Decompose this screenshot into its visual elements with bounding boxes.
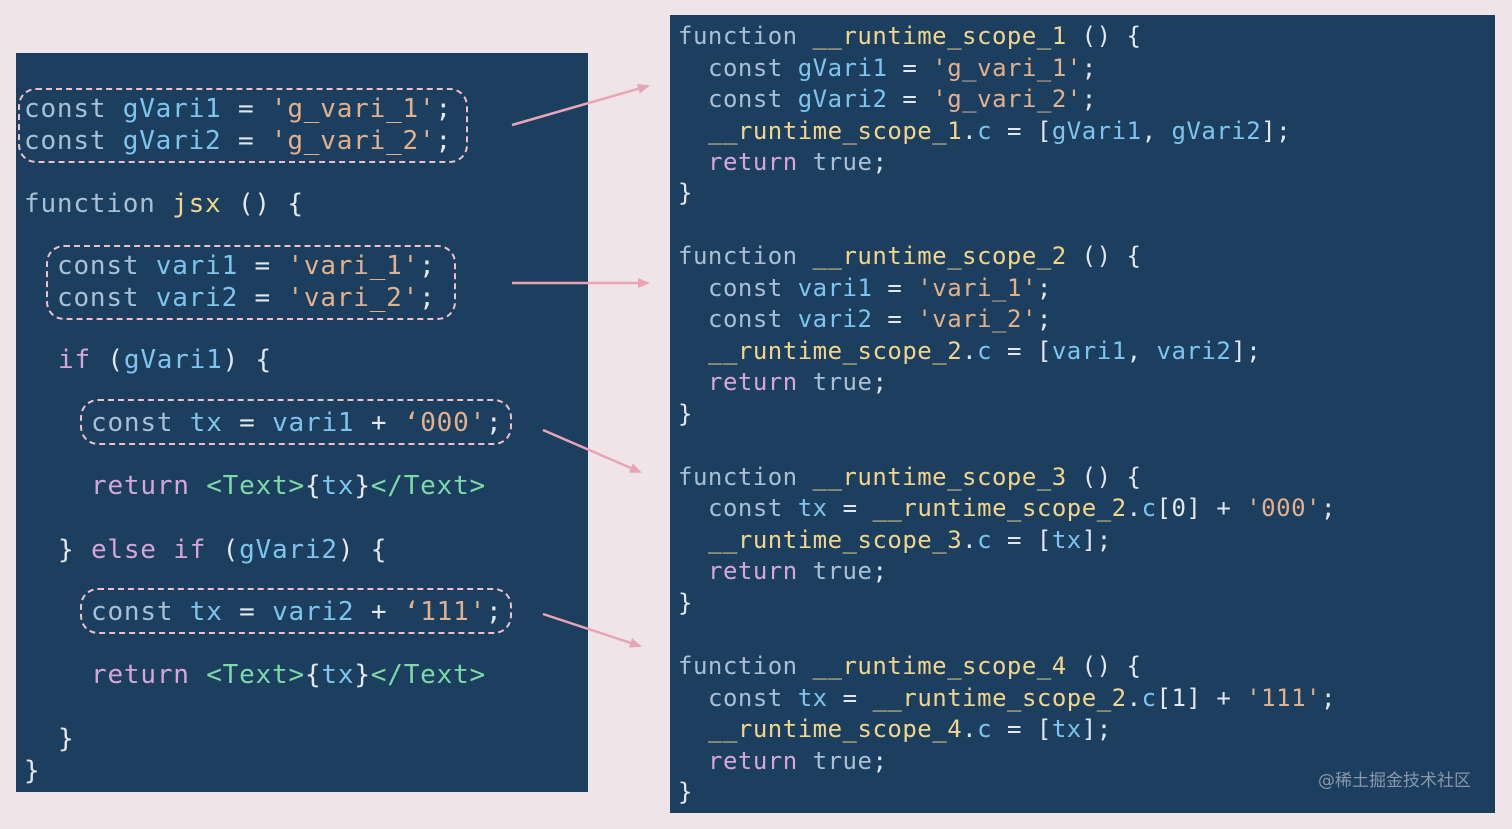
source-code-panel: const gVari1 = 'g_vari_1'; const gVari2 … xyxy=(16,53,588,792)
code-line: __runtime_scope_4.c = [tx]; xyxy=(708,715,1112,743)
code-line: function __runtime_scope_3 () { xyxy=(678,463,1142,491)
code-line: __runtime_scope_3.c = [tx]; xyxy=(708,526,1112,554)
scope-3-outline xyxy=(80,399,512,445)
generated-code-panel: function __runtime_scope_1 () { const gV… xyxy=(670,15,1495,813)
code-line: return true; xyxy=(708,747,888,775)
code-line: const vari1 = 'vari_1'; xyxy=(708,274,1052,302)
code-line: } xyxy=(58,724,75,754)
code-line: const vari1 = 'vari_1'; xyxy=(57,251,436,281)
scope-4-outline xyxy=(80,588,512,634)
code-line: const tx = vari1 + ‘000'; xyxy=(91,408,503,438)
code-line: } xyxy=(678,400,693,428)
code-line: const tx = __runtime_scope_2.c[0] + '000… xyxy=(708,494,1336,522)
code-line: const vari2 = 'vari_2'; xyxy=(57,283,436,313)
arrow-scope-3 xyxy=(542,428,642,474)
code-line: } xyxy=(678,778,693,806)
code-line: const gVari1 = 'g_vari_1'; xyxy=(24,94,452,124)
code-line: return <Text>{tx}</Text> xyxy=(91,660,486,690)
code-line: const gVari2 = 'g_vari_2'; xyxy=(24,126,452,156)
code-line: return true; xyxy=(708,148,888,176)
scope-1-outline xyxy=(18,88,468,163)
code-line: const tx = __runtime_scope_2.c[1] + '111… xyxy=(708,684,1336,712)
watermark: @稀土掘金技术社区 xyxy=(1318,771,1471,791)
code-line: return true; xyxy=(708,557,888,585)
code-line: __runtime_scope_2.c = [vari1, vari2]; xyxy=(708,337,1262,365)
arrow-scope-1 xyxy=(511,83,650,127)
code-line: const tx = vari2 + ‘111'; xyxy=(91,597,503,627)
code-line: function jsx () { xyxy=(24,189,304,219)
code-line: const gVari1 = 'g_vari_1'; xyxy=(708,54,1097,82)
code-line: function __runtime_scope_2 () { xyxy=(678,242,1142,270)
code-line: } xyxy=(678,179,693,207)
code-line: if (gVari1) { xyxy=(58,345,272,375)
code-line: } else if (gVari2) { xyxy=(58,535,388,565)
code-line: function __runtime_scope_4 () { xyxy=(678,652,1142,680)
code-line: return <Text>{tx}</Text> xyxy=(91,471,486,501)
code-line: } xyxy=(24,756,41,786)
arrow-scope-4 xyxy=(542,612,642,648)
code-line: } xyxy=(678,589,693,617)
scope-2-outline xyxy=(46,245,456,320)
code-line: __runtime_scope_1.c = [gVari1, gVari2]; xyxy=(708,117,1292,145)
code-line: return true; xyxy=(708,368,888,396)
code-line: const vari2 = 'vari_2'; xyxy=(708,305,1052,333)
code-line: const gVari2 = 'g_vari_2'; xyxy=(708,85,1097,113)
code-line: function __runtime_scope_1 () { xyxy=(678,22,1142,50)
